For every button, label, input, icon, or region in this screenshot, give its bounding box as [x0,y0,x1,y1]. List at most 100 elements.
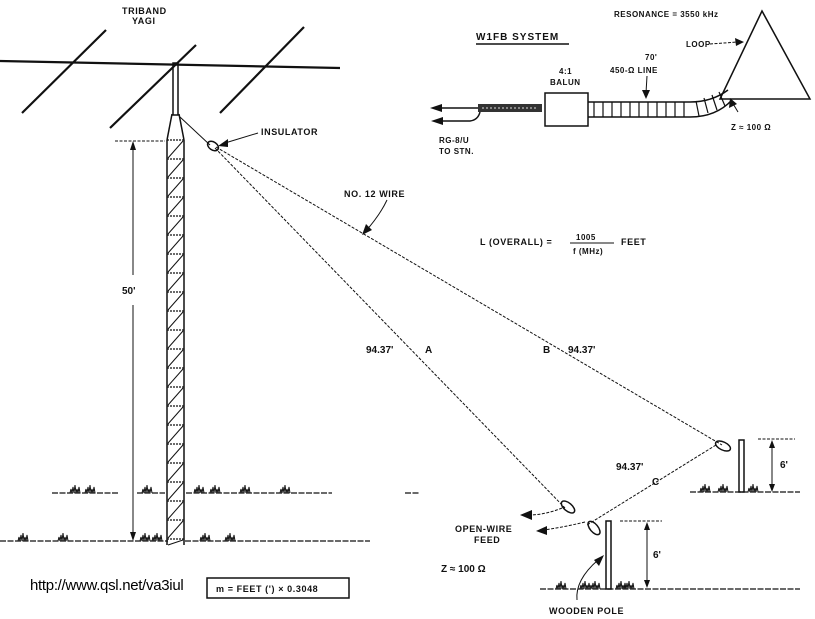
lattice-brace [167,406,184,425]
feed-line-2 [542,521,586,531]
ladder-rung [695,100,700,117]
lattice-brace [167,197,184,216]
lattice-brace [167,235,184,254]
feed-arrow-1 [520,510,532,520]
grass-tuft [84,484,96,494]
lattice-brace [167,349,184,368]
lattice-brace [167,482,184,501]
feed-arrow-2 [536,526,547,535]
grass-tuft [555,580,567,590]
feed-insulator-1 [560,500,576,514]
leg-c-wire [586,444,717,526]
formula-numerator: 1005 [576,233,596,242]
ground-lines [0,483,800,590]
line-length: 70' [645,53,657,62]
lattice-brace [167,330,184,349]
wire-arrow [362,224,372,235]
feed-dim-arrow-down [644,580,650,588]
feed-insulator-2 [587,520,601,536]
loop-arrow [735,38,744,46]
right-insulator [714,440,732,452]
wire-label: NO. 12 WIRE [344,189,405,199]
leg-a-length: 94.37' [366,345,393,356]
grass-tuft [579,580,591,590]
ladder-line-450-ohm [588,89,733,118]
feed-pole-body [605,520,612,590]
insulator-pointer [224,132,259,144]
conversion-box [206,577,350,599]
grass-tuft [747,483,759,493]
coax-destination: TO STN. [439,147,474,156]
balun-ratio: 4:1 [559,67,572,76]
insulator-arrow [218,139,228,147]
inset-title: W1FB SYSTEM [476,32,559,43]
coax-arrow-2 [431,117,443,125]
feed-line-1 [527,507,563,516]
lattice-brace [167,463,184,482]
feed-label-line2: FEED [474,535,500,545]
grass-tuft [239,484,251,494]
feed-pole [560,500,662,590]
lattice-brace [167,178,184,197]
loop-pointer [709,41,739,45]
formula-unit: FEET [621,237,646,247]
lattice-brace [167,520,184,539]
tower-taper-right [178,113,185,141]
w1fb-inset: W1FB SYSTEM RESONANCE = 3550 kHz LOOP 4:… [430,9,812,156]
wooden-pole-arrow [594,555,604,566]
lattice-brace [167,292,184,311]
feed-label-line1: OPEN-WIRE [455,524,512,534]
length-formula: L (OVERALL) = 1005 f (MHz) FEET [480,233,646,256]
ladder-rail-top [588,89,729,103]
formula-lhs: L (OVERALL) = [480,237,552,247]
guy-wire [179,116,211,146]
leg-a-wire [214,147,566,509]
insulator-label: INSULATOR [261,127,318,137]
leg-b-wire [215,146,723,446]
conversion-formula: m = FEET (') × 0.3048 [216,584,318,594]
top-insulator [206,140,220,152]
right-dim-arrow-up [769,440,775,448]
impedance-arrow [729,98,737,108]
dim-arrow-up [130,141,136,150]
ladder-rung [703,97,709,114]
feed-impedance: Z ≈ 100 Ω [441,564,486,575]
grass-tuft [224,532,236,542]
right-pole-height: 6' [780,460,788,471]
lattice-brace [167,501,184,520]
leg-c-name: C [652,477,659,488]
ladder-rail-bottom [588,99,733,118]
tower-height-dimension [115,140,165,541]
feed-pole-height: 6' [653,550,661,561]
coax-lead-2 [440,111,481,122]
lattice-brace [167,159,184,178]
lattice-brace [167,273,184,292]
grass-tuft [193,484,205,494]
lattice-brace [167,539,184,546]
grass-tuft [17,532,29,542]
coax-type: RG-8/U [439,136,469,145]
grass-tuft [141,484,153,494]
line-arrow [642,90,650,99]
grass-tuft [699,483,711,493]
tower [166,62,185,546]
line-type: 450-Ω LINE [610,66,658,75]
delta-loop-triangle [718,9,812,100]
tower-height-label: 50' [122,286,136,297]
formula-denominator: f (MHz) [573,247,603,256]
right-pole [714,438,795,493]
wooden-pole-label: WOODEN POLE [549,606,624,616]
ladder-rung [718,91,726,107]
grass-tuft [69,484,81,494]
ladder-rung [711,94,718,111]
source-url[interactable]: http://www.qsl.net/va3iul [30,577,184,594]
grass-tuft [209,484,221,494]
balun-box [544,92,589,127]
leg-c-length: 94.37' [616,462,643,473]
lattice-brace [167,368,184,387]
grass-tuft [589,580,601,590]
yagi-boom [0,59,341,70]
yagi-element-1 [21,29,107,114]
grass-tuft [139,532,151,542]
